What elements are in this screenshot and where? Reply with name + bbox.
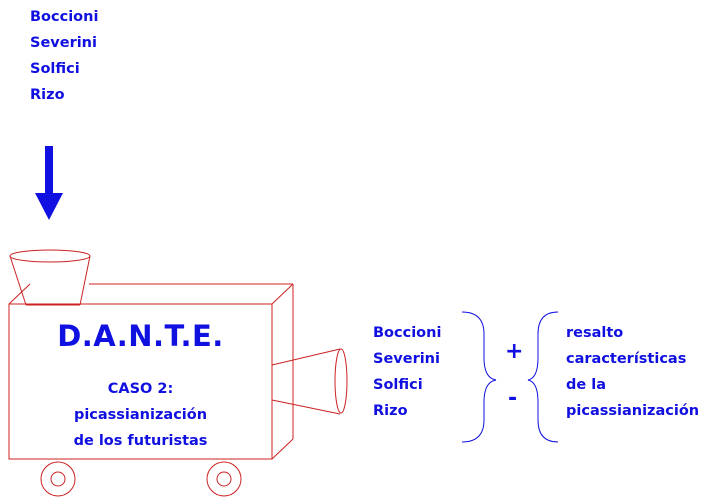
- input-item: Solfici: [30, 61, 80, 77]
- case-line: picassianización: [73, 407, 208, 423]
- case-line: de los futuristas: [73, 433, 208, 449]
- plus-sign: +: [505, 339, 524, 364]
- output-item: Solfici: [373, 377, 423, 393]
- output-item: Rizo: [373, 403, 408, 419]
- arrow-down-icon: [35, 146, 63, 220]
- machine-title: D.A.N.T.E.: [57, 319, 224, 353]
- wheel-icon: [206, 461, 242, 497]
- output-item: Boccioni: [373, 325, 442, 341]
- result-item: picassianización: [566, 403, 700, 419]
- funnel-hopper-icon: [9, 249, 91, 306]
- curly-brace-icon: [461, 311, 497, 443]
- input-item: Boccioni: [30, 9, 99, 25]
- wheel-icon: [40, 461, 76, 497]
- result-item: características: [566, 351, 687, 367]
- case-line: CASO 2:: [107, 381, 174, 397]
- result-list: resalto características de la picassiani…: [566, 320, 699, 424]
- result-item: resalto: [566, 325, 624, 341]
- case-description: CASO 2: picassianización de los futurist…: [9, 376, 272, 454]
- machine-box: [8, 283, 294, 460]
- result-item: de la: [566, 377, 607, 393]
- input-item: Rizo: [30, 87, 65, 103]
- input-list: Boccioni Severini Solfici Rizo: [30, 4, 98, 108]
- output-horn-icon: [271, 348, 348, 415]
- minus-sign: -: [508, 386, 518, 411]
- output-item: Severini: [373, 351, 440, 367]
- input-item: Severini: [30, 35, 97, 51]
- output-list: Boccioni Severini Solfici Rizo: [373, 320, 441, 424]
- curly-brace-icon: [527, 311, 559, 443]
